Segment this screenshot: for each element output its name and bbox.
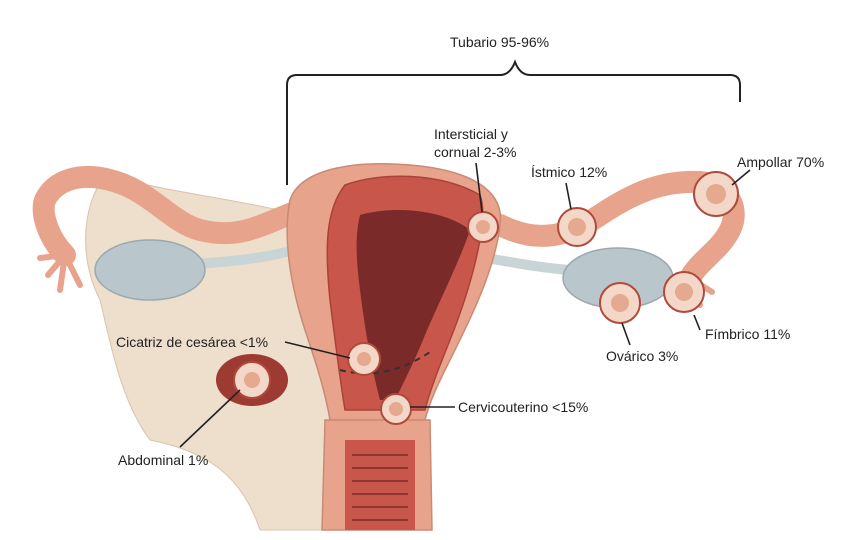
sac-abdominal <box>216 354 288 406</box>
sac-ovarian <box>600 283 640 323</box>
label-ampollar: Ampollar 70% <box>737 154 824 171</box>
label-istmico: Ístmico 12% <box>531 164 607 181</box>
label-fimbrico: Fímbrico 11% <box>705 326 790 343</box>
label-ovarico: Ovárico 3% <box>606 348 678 365</box>
label-cicatriz: Cicatriz de cesárea <1% <box>116 334 268 351</box>
label-intersticial-line1: Intersticial y <box>434 126 508 143</box>
sac-isthmic <box>558 208 596 246</box>
left-ovary <box>95 240 205 300</box>
label-cervicouterino: Cervicouterino <15% <box>458 399 588 416</box>
label-intersticial-line2: cornual 2-3% <box>434 144 517 161</box>
sac-cesarean-scar <box>348 343 380 375</box>
sac-interstitial <box>468 212 498 242</box>
sac-fimbrial <box>664 272 704 312</box>
sac-ampullary <box>694 172 738 216</box>
sac-cervical <box>381 394 411 424</box>
vaginal-canal <box>345 440 415 530</box>
label-tubario: Tubario 95-96% <box>450 34 549 51</box>
label-abdominal: Abdominal 1% <box>118 452 208 469</box>
